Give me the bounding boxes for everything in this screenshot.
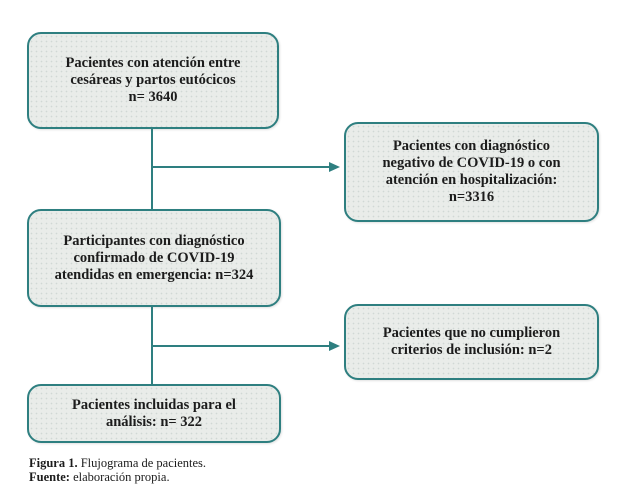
- connector-horizontal-top: [152, 166, 329, 168]
- flow-box-included-analysis: Pacientes incluidas para el análisis: n=…: [27, 384, 281, 443]
- source-text: elaboración propia.: [69, 470, 170, 484]
- flow-box-initial-population: Pacientes con atención entre cesáreas y …: [27, 32, 279, 129]
- flow-box-text: Pacientes con atención entre cesáreas y …: [65, 55, 241, 105]
- flow-box-text: Pacientes con diagnóstico negativo de CO…: [382, 138, 561, 205]
- figure-label: Figura 1.: [29, 456, 78, 470]
- arrowhead-right-icon: [329, 162, 340, 172]
- figure-title: Flujograma de pacientes.: [77, 456, 207, 470]
- flow-box-excluded-criteria: Pacientes que no cumplieron criterios de…: [344, 304, 599, 380]
- flow-box-text: Pacientes incluidas para el análisis: n=…: [72, 396, 236, 430]
- connector-vertical-top: [151, 129, 153, 209]
- figure-caption: Figura 1. Flujograma de pacientes. Fuent…: [29, 456, 206, 484]
- connector-horizontal-bottom: [152, 345, 329, 347]
- arrowhead-right-icon: [329, 341, 340, 351]
- source-label: Fuente:: [29, 470, 70, 484]
- flow-box-text: Pacientes que no cumplieron criterios de…: [382, 325, 561, 358]
- flow-box-confirmed-covid: Participantes con diagnóstico confirmado…: [27, 209, 281, 307]
- flow-box-text: Participantes con diagnóstico confirmado…: [54, 232, 254, 283]
- flow-box-excluded-negative: Pacientes con diagnóstico negativo de CO…: [344, 122, 599, 222]
